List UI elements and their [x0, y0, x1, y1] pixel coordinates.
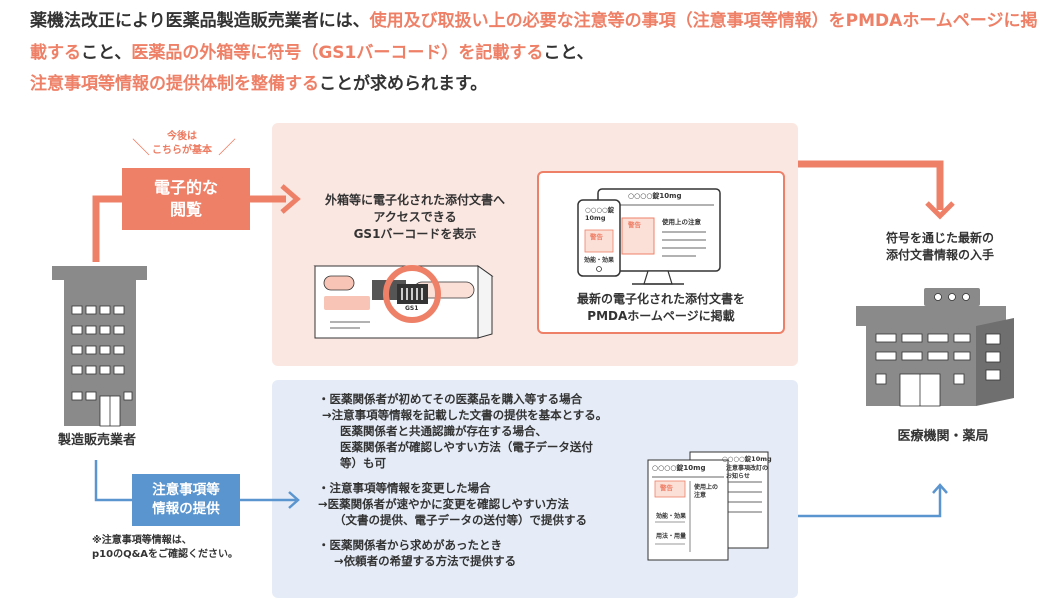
doc-front-warning: 警告	[660, 484, 673, 492]
medicine-box-illustration	[313, 265, 494, 339]
manufacturer-building-icon	[52, 266, 147, 427]
slash-right-icon: ／	[218, 138, 236, 159]
bullet-line: →注意事項等情報を記載した文書の提供を基本とする。	[322, 408, 608, 422]
bullet-line: 等）も可	[340, 456, 386, 470]
bullet-line: →医薬関係者が速やかに変更を確認しやすい方法	[318, 497, 570, 511]
bullet-line: ・医薬関係者が初めてその医薬品を購入等する場合	[318, 392, 583, 406]
document-illustration	[647, 451, 769, 561]
intro-highlight: 使用及び取扱い上の必要な注意等の事項（注意事項等情報）をPMDAホームページに掲…	[30, 11, 1038, 63]
intro-highlight: 医薬品の外箱等に符号（GS1バーコード）を記載する	[131, 42, 544, 63]
info-provision-line: 情報の提供	[152, 501, 220, 517]
electronic-viewing-badge: 電子的な 閲覧	[122, 168, 250, 230]
intro-paragraph: 薬機法改正により医薬品製造販売業者には、使用及び取扱い上の必要な注意等の事項（注…	[30, 6, 1040, 101]
footnote-line: ※注意事項等情報は、	[92, 535, 192, 546]
monitor-illustration	[597, 188, 721, 285]
barcode-label: GS1	[405, 305, 419, 312]
intro-highlight: 注意事項等情報の提供体制を整備する	[30, 74, 319, 94]
box-caption-line: 外箱等に電子化された添付文書へ	[324, 193, 505, 207]
box-caption: 外箱等に電子化された添付文書へ アクセスできる GS1バーコードを表示	[305, 192, 525, 243]
info-flow-connector	[94, 460, 948, 518]
electronic-flow-connector	[92, 160, 955, 262]
info-provision-badge: 注意事項等 情報の提供	[132, 474, 240, 526]
bullet-line: 医薬関係者が確認しやすい方法（電子データ送付	[340, 440, 593, 454]
doc-back-revision-line: お知らせ	[726, 473, 750, 480]
doc-back-title: ○○○○錠10mg	[722, 455, 772, 463]
facility-label: 医療機関・薬局	[897, 429, 989, 444]
doc-back-revision: 注意事項改訂の お知らせ	[726, 465, 768, 481]
info-provision-line: 注意事項等	[152, 482, 220, 498]
doc-front-caution-line: 注意	[694, 492, 707, 499]
tablet-warning: 警告	[590, 233, 603, 241]
tablet-title-line: ○○○○錠	[585, 206, 615, 214]
tablet-efficacy: 効能・効果	[584, 257, 615, 264]
footnote: ※注意事項等情報は、 p10のQ&Aをご確認ください。	[92, 534, 238, 562]
bullet-line: ・注意事項等情報を変更した場合	[318, 481, 491, 495]
doc-front-dosage: 用法・用量	[656, 533, 687, 540]
doc-front-caution-line: 使用上の	[694, 484, 719, 491]
intro-segment: こと、	[543, 42, 594, 63]
base-note-line: こちらが基本	[152, 145, 212, 156]
bullet-line: →依頼者の希望する方法で提供する	[334, 554, 517, 568]
intro-segment: ことが求められます。	[319, 74, 488, 94]
bullet-line: ・医薬関係者から求めがあったとき	[318, 538, 502, 552]
tablet-illustration	[577, 199, 621, 277]
electronic-line: 閲覧	[169, 200, 202, 219]
tablet-title: ○○○○錠 10mg	[585, 206, 614, 222]
doc-front-efficacy: 効能・効果	[656, 513, 687, 520]
intro-segment: こと、	[81, 42, 132, 63]
doc-front-caution: 使用上の 注意	[694, 484, 718, 500]
monitor-title: ○○○○錠10mg	[628, 192, 682, 200]
facility-building-icon	[856, 288, 1014, 407]
slash-left-icon: ＼	[132, 138, 150, 159]
doc-front-title: ○○○○錠10mg	[652, 464, 706, 472]
web-caption-line: PMDAホームページに掲載	[587, 309, 735, 323]
facility-caption-line: 符号を通じた最新の	[885, 231, 994, 245]
box-caption-line: GS1バーコードを表示	[353, 227, 477, 241]
footnote-line: p10のQ&Aをご確認ください。	[92, 549, 239, 560]
monitor-warning: 警告	[628, 221, 641, 229]
tablet-title-line: 10mg	[585, 214, 606, 222]
bullet-line: 医薬関係者と共通認識が存在する場合、	[340, 424, 547, 438]
box-caption-line: アクセスできる	[373, 210, 457, 224]
intro-segment: 薬機法改正により医薬品製造販売業者には、	[30, 11, 370, 31]
web-caption-line: 最新の電子化された添付文書を	[576, 292, 745, 306]
electronic-line: 電子的な	[153, 178, 218, 197]
base-note: 今後は こちらが基本	[132, 130, 232, 158]
info-provision-bullets: ・医薬関係者が初めてその医薬品を購入等する場合 →注意事項等情報を記載した文書の…	[318, 391, 658, 569]
doc-back-revision-line: 注意事項改訂の	[726, 465, 769, 472]
manufacturer-label: 製造販売業者	[57, 433, 136, 448]
facility-caption: 符号を通じた最新の 添付文書情報の入手	[860, 230, 1020, 264]
web-caption: 最新の電子化された添付文書を PMDAホームページに掲載	[545, 291, 777, 325]
bullet-line: （文書の提供、電子データの送付等）で提供する	[334, 513, 587, 527]
base-note-line: 今後は	[167, 131, 197, 142]
monitor-usage-caution: 使用上の注意	[662, 218, 701, 226]
facility-caption-line: 添付文書情報の入手	[885, 248, 994, 262]
